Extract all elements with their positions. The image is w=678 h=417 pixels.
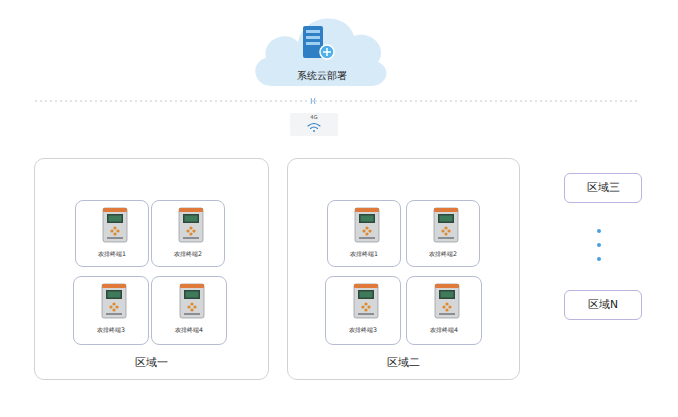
- wifi-icon: [308, 124, 320, 132]
- node-label: 区域N: [565, 299, 641, 311]
- node-label: 农排终端3: [326, 326, 400, 333]
- region-box: 区域一 农排终端1 农排终端2 农排终端3 农排终端4: [34, 158, 269, 380]
- node-label: 农排终端1: [76, 250, 148, 257]
- node-label: 农排终端1: [328, 250, 400, 257]
- node-label: 区域一: [35, 357, 268, 369]
- signal-node: 4G: [286, 113, 342, 136]
- node-label: 农排终端2: [407, 250, 479, 257]
- node-label: 4G: [286, 114, 342, 120]
- terminal-box: 农排终端2: [406, 200, 480, 267]
- node-label: 农排终端3: [74, 326, 148, 333]
- terminal-box: 农排终端1: [327, 200, 401, 267]
- link-glyph: [311, 98, 315, 104]
- region-tag: 区域N: [564, 290, 642, 320]
- node-label: 区域二: [288, 357, 519, 369]
- divider-line: [35, 101, 640, 102]
- node-label: 农排终端2: [152, 250, 224, 257]
- terminal-box: 农排终端4: [406, 276, 482, 345]
- cloud-node: 系统云部署: [251, 3, 393, 89]
- terminal-box: 农排终端3: [73, 276, 149, 345]
- node-label: 系统云部署: [251, 70, 393, 81]
- region-box: 区域二 农排终端1 农排终端2 农排终端3 农排终端4: [287, 158, 520, 380]
- region-tag: 区域三: [564, 173, 642, 203]
- node-label: 农排终端4: [152, 326, 226, 333]
- node-label: 农排终端4: [407, 326, 481, 333]
- server-icon: [303, 26, 334, 59]
- terminal-box: 农排终端3: [325, 276, 401, 345]
- terminal-box: 农排终端4: [151, 276, 227, 345]
- terminal-box: 农排终端2: [151, 200, 225, 267]
- ellipsis-dots: [597, 229, 601, 261]
- terminal-box: 农排终端1: [75, 200, 149, 267]
- node-label: 区域三: [565, 182, 641, 194]
